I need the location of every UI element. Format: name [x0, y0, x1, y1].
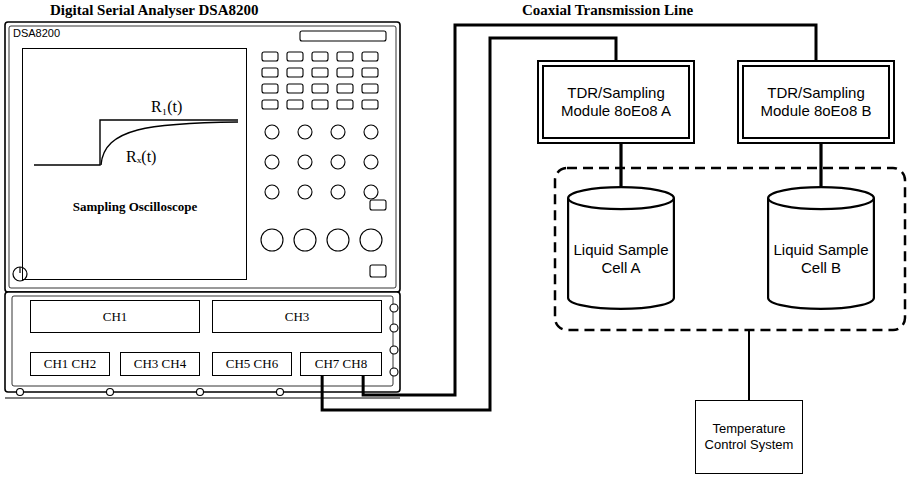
drawing-stroke [265, 185, 279, 199]
drawing-stroke [362, 52, 378, 61]
panel-text: R₁(t) [151, 97, 182, 116]
box-label: CH1 CH2 [44, 356, 96, 372]
panel-text: Rₓ(t) [126, 147, 156, 166]
drawing-stroke [107, 389, 114, 396]
drawing-stroke [19, 267, 20, 273]
drawing-stroke [364, 155, 378, 169]
drawing-stroke [312, 100, 328, 109]
drawing-stroke [287, 84, 303, 93]
drawing-stroke [13, 267, 27, 281]
drawing-stroke [262, 100, 278, 109]
drawing-stroke [362, 68, 378, 77]
drawing-stroke [390, 304, 398, 312]
panel-text: DSA8200 [13, 27, 60, 40]
sampling-module: TDR/Sampling Module 8oEo8 B [737, 60, 895, 144]
drawing-stroke [294, 229, 316, 251]
box-label: TDR/Sampling Module 8oEo8 B [758, 84, 874, 120]
probe-connection [819, 144, 822, 186]
drawing-stroke [331, 185, 345, 199]
channel-slot: CH5 CH6 [212, 352, 292, 376]
box-label: Liquid Sample Cell A [567, 241, 675, 277]
heading-label: Coaxial Transmission Line [522, 2, 693, 19]
drawing-stroke [360, 229, 382, 251]
oscilloscope-screen: R₁(t) Rₓ(t) Sampling Oscilloscope [22, 48, 247, 280]
drawing-stroke [337, 84, 353, 93]
sample-cell: Liquid Sample Cell B [767, 186, 875, 310]
drawing-stroke [265, 155, 279, 169]
channel-slot: CH7 CH8 [300, 352, 382, 376]
drawing-stroke [9, 26, 396, 288]
drawing-stroke [362, 100, 378, 109]
drawing-stroke [5, 22, 400, 292]
sample-cell: Liquid Sample Cell A [567, 186, 675, 310]
drawing-stroke [300, 31, 386, 41]
drawing-stroke [364, 185, 378, 199]
thermal-enclosure [555, 168, 905, 330]
cylinder-top [568, 187, 674, 209]
control-line [748, 330, 750, 400]
control-box: Temperature Control System [695, 400, 803, 474]
drawing-stroke [331, 125, 345, 139]
drawing-stroke [327, 229, 349, 251]
box-label: CH5 CH6 [226, 356, 278, 372]
drawing-stroke [12, 296, 393, 386]
drawing-stroke [197, 389, 204, 396]
drawing-stroke [390, 368, 398, 376]
drawing-stroke [5, 397, 400, 398]
box-label: Temperature Control System [700, 421, 798, 452]
drawing-stroke [298, 125, 312, 139]
drawing-stroke [312, 68, 328, 77]
drawing-stroke [390, 346, 398, 354]
drawing-stroke [312, 52, 328, 61]
drawing-stroke [390, 324, 398, 332]
drawing-stroke [261, 229, 283, 251]
box-label: CH1 [103, 309, 128, 325]
drawing-stroke [5, 292, 400, 392]
box-label: Liquid Sample Cell B [767, 241, 875, 277]
heading-label: Digital Serial Analyser DSA8200 [50, 2, 258, 19]
drawing-stroke [265, 125, 279, 139]
drawing-stroke [262, 84, 278, 93]
box-label: CH3 [285, 309, 310, 325]
instrument-frame: R₁(t) Rₓ(t) Sampling OscilloscopeCH1 CH3CH1… [5, 22, 400, 398]
drawing-stroke [287, 68, 303, 77]
drawing-stroke [101, 122, 238, 165]
module-slot: CH1 [30, 300, 200, 333]
drawing-stroke [287, 100, 303, 109]
drawing-stroke [17, 389, 24, 396]
instrument-body [5, 22, 400, 398]
control-panel [17, 31, 399, 396]
drawing-stroke [298, 155, 312, 169]
probe-connection [619, 144, 622, 186]
drawing-stroke [298, 185, 312, 199]
drawing-stroke [277, 389, 284, 396]
drawing-stroke [370, 265, 386, 277]
drawing-stroke [337, 68, 353, 77]
cylinder-top [768, 187, 874, 209]
drawing-stroke [287, 52, 303, 61]
channel-slot: CH1 CH2 [30, 352, 110, 376]
drawing-stroke [337, 52, 353, 61]
box-label: TDR/Sampling Module 8oEo8 A [558, 84, 674, 120]
drawing-stroke [370, 200, 386, 210]
drawing-stroke [262, 68, 278, 77]
channel-slot: CH3 CH4 [120, 352, 200, 376]
box-label: CH7 CH8 [315, 356, 367, 372]
sampling-module: TDR/Sampling Module 8oEo8 A [537, 60, 695, 144]
drawing-stroke [262, 52, 278, 61]
box-label: CH3 CH4 [134, 356, 186, 372]
drawing-stroke [331, 155, 345, 169]
panel-text: Sampling Oscilloscope [35, 199, 235, 215]
drawing-stroke [312, 84, 328, 93]
drawing-stroke [337, 100, 353, 109]
drawing-stroke [362, 84, 378, 93]
drawing-stroke [364, 125, 378, 139]
module-slot: CH3 [212, 300, 382, 333]
